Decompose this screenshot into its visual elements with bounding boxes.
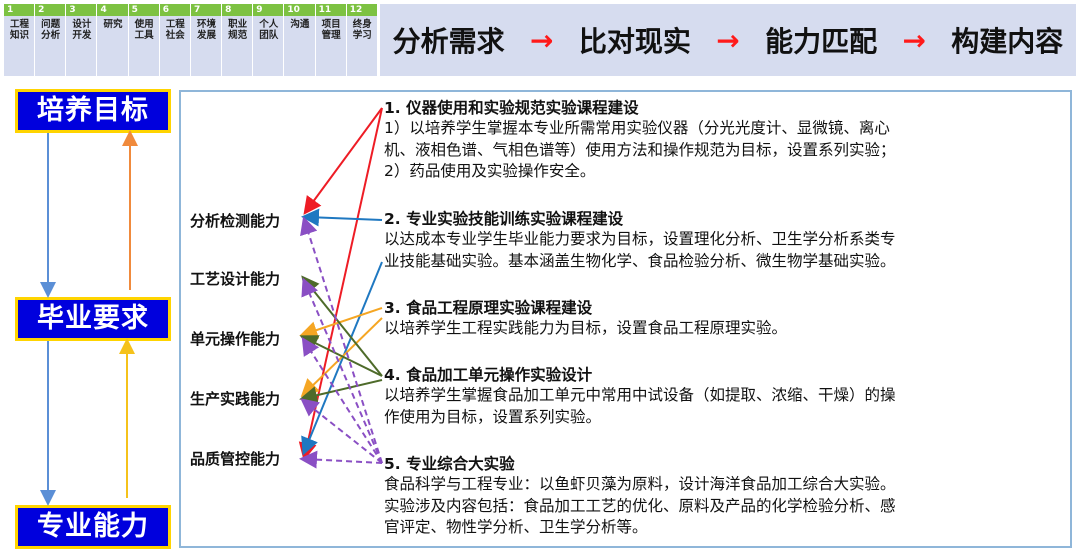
- course-2-line-1: 以达成本专业学生毕业能力要求为目标，设置理化分析、卫生学分析系类专: [384, 230, 896, 248]
- mapping-frame: [179, 90, 1072, 548]
- competency-label: 工程社会: [159, 16, 191, 76]
- course-1-line-2: 机、液相色谱、气相色谱等）使用方法和操作规范为目标，设置系列实验；: [384, 140, 896, 159]
- arrow-c1-analysis: [303, 107, 383, 215]
- course-5: 5. 专业综合大实验 食品科学与工程专业：以鱼虾贝藻为原料，设计海洋食品加工综合…: [384, 452, 896, 539]
- course-3-line-1: 以培养学生工程实践能力为目标，设置食品工程原理实验。: [384, 319, 788, 337]
- ability-quality-control: 品质管控能力: [190, 450, 281, 468]
- competency-number: 8: [222, 4, 254, 16]
- competency-label: 个人团队: [253, 16, 285, 76]
- ability-unit-operation: 单元操作能力: [190, 330, 281, 348]
- course-5-line-1: 食品科学与工程专业：以鱼虾贝藻为原料，设计海洋食品加工综合大实验。: [384, 475, 896, 493]
- competency-label: 项目管理: [315, 16, 347, 76]
- competency-label: 环境发展: [190, 16, 223, 76]
- step-compare: 比对现实: [578, 25, 691, 58]
- competency-label: 问题分析: [35, 16, 67, 76]
- arrow-right-icon: →: [902, 23, 926, 57]
- course-5-line-3: 官评定、物性学分析、卫生学分析等。: [384, 518, 648, 536]
- competency-number: 1: [4, 4, 36, 16]
- step-build: 构建内容: [951, 25, 1064, 58]
- arrow-c5-unit: [301, 336, 383, 464]
- step-analyze: 分析需求: [392, 25, 505, 58]
- box-graduation-requirement: 毕业要求: [15, 297, 171, 341]
- box-training-goal: 培养目标: [15, 89, 171, 133]
- course-1-line-3: 2）药品使用及实验操作安全。: [384, 162, 596, 180]
- course-2-line-2: 业技能基础实验。基本涵盖生物化学、食品检验分析、微生物学基础实验。: [384, 251, 896, 270]
- competency-number: 5: [128, 4, 160, 16]
- competency-number: 7: [190, 4, 223, 16]
- course-3-title: 3. 食品工程原理实验课程建设: [384, 299, 593, 317]
- arrow-c5-practice: [300, 398, 383, 464]
- course-2-title: 2. 专业实验技能训练实验课程建设: [384, 210, 624, 228]
- step-match: 能力匹配: [765, 25, 878, 58]
- course-2: 2. 专业实验技能训练实验课程建设 以达成本专业学生毕业能力要求为目标，设置理化…: [384, 207, 896, 272]
- competency-label: 职业规范: [222, 16, 254, 76]
- competency-label: 设计开发: [66, 16, 98, 76]
- course-3: 3. 食品工程原理实验课程建设 以培养学生工程实践能力为目标，设置食品工程原理实…: [384, 296, 787, 340]
- arrow-c3-unit: [299, 307, 383, 339]
- ability-process-design: 工艺设计能力: [190, 270, 281, 288]
- arrow-c5-quality: [299, 450, 383, 469]
- course-4-line-1: 以培养学生掌握食品加工单元中常用中试设备（如提取、浓缩、干燥）的操: [384, 386, 896, 404]
- arrow-c5-analysis: [300, 216, 383, 464]
- box-professional-ability: 专业能力: [15, 505, 171, 549]
- arrow-c3-practice: [300, 317, 383, 398]
- competency-number: 4: [97, 4, 129, 16]
- competency-label: 使用工具: [128, 16, 160, 76]
- competency-number: 6: [159, 4, 191, 16]
- competency-number: 11: [315, 4, 347, 16]
- competency-label: 终身学习: [346, 16, 378, 76]
- competency-number: 9: [253, 4, 285, 16]
- ability-analysis-testing: 分析检测能力: [190, 212, 281, 230]
- arrow-right-icon: →: [716, 23, 740, 57]
- competency-number: 10: [284, 4, 316, 16]
- ability-production-practice: 生产实践能力: [190, 390, 281, 408]
- competency-number: 12: [346, 4, 378, 16]
- course-4-line-2: 作使用为目标，设置系列实验。: [384, 407, 602, 426]
- course-1-title: 1. 仪器使用和实验规范实验课程建设: [384, 99, 639, 117]
- arrow-c5-process: [301, 277, 383, 464]
- arrow-c2-analysis: [301, 208, 383, 227]
- course-1: 1. 仪器使用和实验规范实验课程建设 1）以培养学生掌握本专业所需常用实验仪器（…: [384, 96, 896, 183]
- competency-number: 2: [35, 4, 67, 16]
- course-5-line-2: 实验涉及内容包括：食品加工工艺的优化、原料及产品的化学检验分析、感: [384, 496, 896, 515]
- process-banner: 分析需求 → 比对现实 → 能力匹配 → 构建内容: [380, 4, 1076, 76]
- course-4-title: 4. 食品加工单元操作实验设计: [384, 366, 593, 384]
- competency-number: 3: [66, 4, 98, 16]
- competency-label: 工程知识: [4, 16, 36, 76]
- course-5-title: 5. 专业综合大实验: [384, 455, 515, 473]
- arrow-right-icon: →: [530, 23, 554, 57]
- competency-label: 研究: [97, 16, 129, 76]
- course-1-line-1: 1）以培养学生掌握本专业所需常用实验仪器（分光光度计、显微镜、离心: [384, 119, 890, 137]
- competency-label: 沟通: [284, 16, 316, 76]
- arrow-c4-practice: [299, 379, 383, 405]
- course-4: 4. 食品加工单元操作实验设计 以培养学生掌握食品加工单元中常用中试设备（如提取…: [384, 363, 896, 428]
